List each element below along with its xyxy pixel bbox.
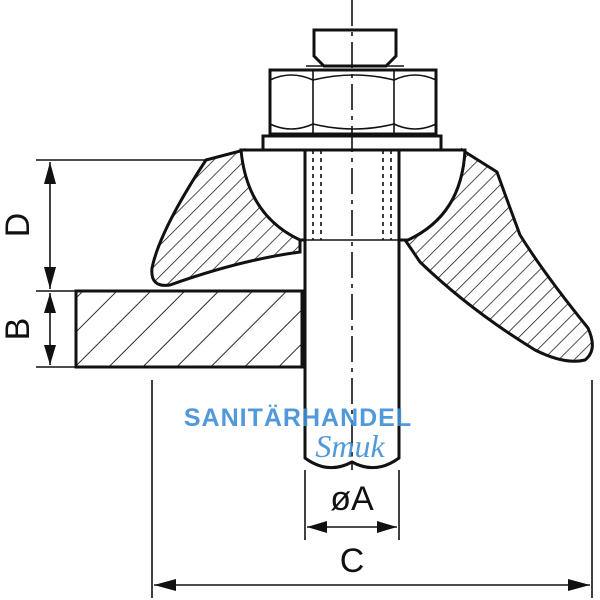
watermark-logo: SANITÄRHANDEL Smuk — [184, 404, 412, 464]
dim-a-arrow-right — [377, 521, 397, 533]
dim-b-label: B — [0, 318, 37, 341]
dim-a-arrow-left — [307, 521, 327, 533]
dim-d-arrow-top — [44, 162, 56, 184]
watermark-line1: SANITÄRHANDEL — [184, 404, 412, 432]
dim-c-arrow-left — [154, 579, 176, 591]
dim-c-arrow-right — [568, 579, 590, 591]
dim-c-label: C — [340, 542, 365, 580]
dim-d-arrow-bottom — [44, 267, 56, 289]
workpiece-plate — [74, 289, 304, 369]
dim-b-arrow-bottom — [44, 345, 56, 365]
dim-d-label: D — [0, 213, 37, 238]
dim-a-label: øA — [330, 480, 374, 518]
hex-nut — [268, 68, 438, 136]
stud-end — [312, 28, 398, 68]
dim-b-arrow-top — [44, 293, 56, 313]
watermark-line2: Smuk — [315, 428, 385, 464]
